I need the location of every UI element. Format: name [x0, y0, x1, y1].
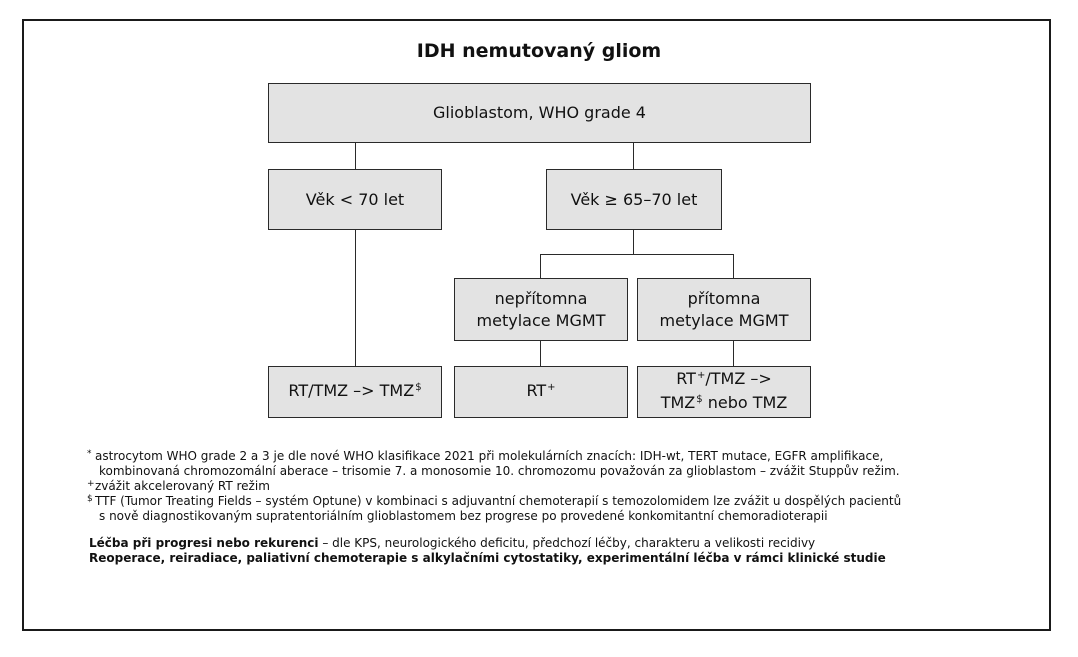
connector-mgmt-horizontal	[540, 254, 734, 255]
diagram-frame	[22, 19, 1051, 631]
box-rt: RT+	[454, 366, 628, 418]
connector-mgmt-left	[540, 254, 541, 278]
box-mgmt-present-line1: přítomna	[687, 288, 761, 308]
connector-young-to-result	[355, 229, 356, 366]
box-glioblastom: Glioblastom, WHO grade 4	[268, 83, 811, 143]
progression-line2: Reoperace, reiradiace, paliativní chemot…	[89, 551, 1029, 566]
footnote-star: *astrocytom WHO grade 2 a 3 je dle nové …	[87, 449, 1029, 464]
box-rt-tmz2-line2-b: nebo TMZ	[702, 393, 788, 412]
box-rt-tmz2-line1-a: RT	[676, 369, 696, 388]
footnote-dollar-continued: s nově diagnostikovaným supratentoriální…	[89, 509, 1029, 524]
plus-mark: +	[87, 479, 95, 489]
dollar-mark: $	[87, 494, 93, 504]
box-rt-tmz2-line2-a: TMZ	[660, 393, 696, 412]
plus-mark: +	[696, 370, 706, 381]
progression-line2-text: Reoperace, reiradiace, paliativní chemot…	[89, 551, 886, 565]
progression-rest: – dle KPS, neurologického deficitu, před…	[318, 536, 816, 550]
box-glioblastom-label: Glioblastom, WHO grade 4	[433, 103, 646, 122]
footnote-dollar-line2: s nově diagnostikovaným supratentoriální…	[99, 509, 828, 523]
progression-bold: Léčba při progresi nebo rekurenci	[89, 536, 319, 550]
box-age-under-70-label: Věk < 70 let	[305, 189, 405, 209]
box-mgmt-present-line2: metylace MGMT	[659, 310, 789, 330]
box-rt-label: RT	[526, 380, 547, 400]
footnotes: *astrocytom WHO grade 2 a 3 je dle nové …	[87, 449, 1029, 566]
box-mgmt-present: přítomna metylace MGMT	[637, 278, 811, 341]
connector-absent-to-rt	[540, 340, 541, 366]
box-rt-tmz2-line1-b: /TMZ –>	[705, 369, 772, 388]
dollar-mark: $	[415, 381, 422, 393]
connector-root-right	[633, 142, 634, 169]
plus-mark: +	[547, 381, 556, 393]
star-mark: *	[87, 449, 92, 459]
footnote-star-line2: kombinovaná chromozomální aberace – tris…	[99, 464, 900, 478]
box-age-65-70-label: Věk ≥ 65–70 let	[570, 189, 698, 209]
diagram-title: IDH nemutovaný gliom	[416, 40, 662, 62]
footnote-star-line1: astrocytom WHO grade 2 a 3 je dle nové W…	[95, 449, 884, 463]
box-mgmt-absent: nepřítomna metylace MGMT	[454, 278, 628, 341]
footnote-dollar-line1: TTF (Tumor Treating Fields – systém Optu…	[95, 494, 902, 508]
box-mgmt-absent-line1: nepřítomna	[494, 288, 588, 308]
dollar-mark: $	[696, 394, 703, 405]
connector-present-to-rt-tmz	[733, 340, 734, 366]
box-age-65-70: Věk ≥ 65–70 let	[546, 169, 722, 230]
footnote-star-continued: kombinovaná chromozomální aberace – tris…	[89, 464, 1029, 479]
box-rt-tmz-or-tmz: RT+/TMZ –> TMZ$ nebo TMZ	[637, 366, 811, 418]
footnote-plus-line: zvážit akcelerovaný RT režim	[95, 479, 270, 493]
box-rt-tmz-label: RT/TMZ –> TMZ	[288, 380, 415, 400]
box-rt-tmz: RT/TMZ –> TMZ$	[268, 366, 442, 418]
footnote-dollar: $TTF (Tumor Treating Fields – systém Opt…	[87, 494, 1029, 509]
connector-mgmt-right	[733, 254, 734, 278]
box-age-under-70: Věk < 70 let	[268, 169, 442, 230]
connector-old-down	[633, 229, 634, 254]
progression-note: Léčba při progresi nebo rekurenci – dle …	[89, 536, 1029, 551]
footnote-plus: +zvážit akcelerovaný RT režim	[87, 479, 1029, 494]
connector-root-left	[355, 142, 356, 169]
box-mgmt-absent-line2: metylace MGMT	[476, 310, 606, 330]
